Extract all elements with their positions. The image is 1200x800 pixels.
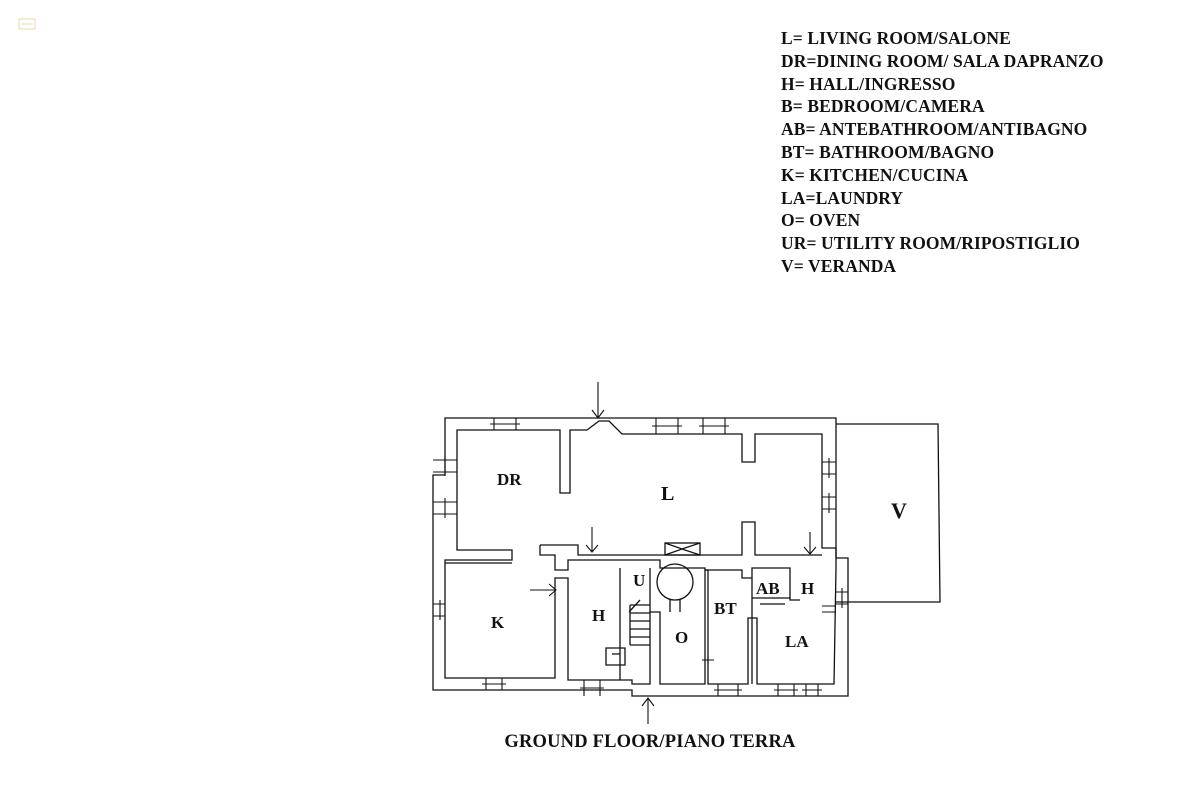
legend-item-veranda: V= VERANDA [781,255,897,276]
legend-item-antebathroom: AB= ANTEBATHROOM/ANTIBAGNO [781,119,1088,140]
stair-landing [605,647,626,666]
entrance-arrows [530,382,817,724]
room-label-antebathroom: AB [756,579,780,598]
room-label-oven: O [675,628,688,647]
logo-watermark [18,17,36,30]
room-label-utility: U [633,571,645,590]
room-label-kitchen: K [491,613,505,632]
legend-item-living-room: L= LIVING ROOM/SALONE [781,28,1011,48]
stair-arrow [628,599,641,613]
wall-bath [751,578,800,684]
room-label-hall-right: H [801,579,814,598]
legend-item-dining-room: DR=DINING ROOM/ SALA DAPRANZO [781,50,1104,71]
stairs [629,604,650,646]
room-label-hall-left: H [592,606,605,625]
plan-caption: GROUND FLOOR/PIANO TERRA [504,732,796,752]
legend-item-oven: O= OVEN [781,210,861,231]
legend-item-bedroom: B= BEDROOM/CAMERA [781,96,985,117]
legend-item-bathroom: BT= BATHROOM/BAGNO [781,141,995,162]
room-label-veranda: V [891,498,907,523]
wall-living-lower [540,521,822,556]
veranda-outline [836,423,941,603]
legend-item-utility-room: UR= UTILITY ROOM/RIPOSTIGLIO [781,233,1080,254]
outer-wall [432,417,849,697]
windows [433,418,848,696]
legend-item-hall: H= HALL/INGRESSO [781,73,956,94]
room-legend: L= LIVING ROOM/SALONE DR=DINING ROOM/ SA… [781,27,1104,278]
wall-living-lower-inner [539,545,791,585]
room-label-living: L [661,483,674,505]
legend-item-laundry: LA=LAUNDRY [781,187,904,208]
oven-neck [669,599,681,612]
skylight [664,542,701,556]
room-label-bathroom: BT [714,599,737,618]
room-label-dining: DR [497,470,522,489]
room-label-laundry: LA [785,632,809,651]
oven-round [656,563,694,601]
outer-wall-inner [444,420,837,685]
legend-item-kitchen: K= KITCHEN/CUCINA [781,164,969,185]
